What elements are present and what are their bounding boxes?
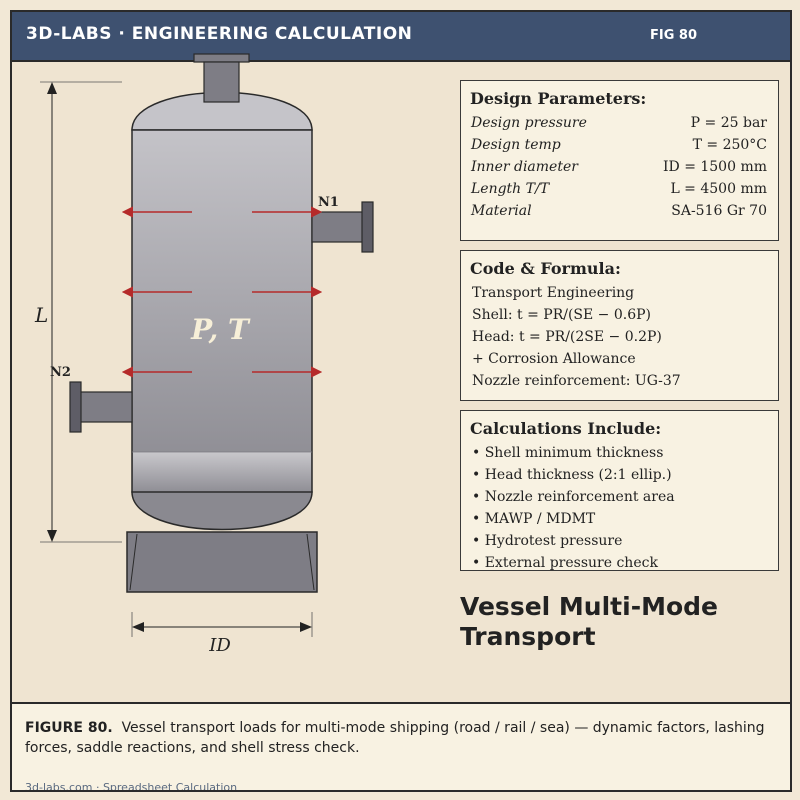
bottom-head (131, 491, 313, 531)
nozzle-n1 (311, 211, 365, 243)
caption-label: FIGURE 80. (25, 720, 113, 736)
figure-caption: FIGURE 80. Vessel transport loads for mu… (12, 702, 790, 792)
diameter-label: ID (208, 635, 231, 656)
param-label: Inner diameter (471, 159, 578, 175)
calculations-panel: Calculations Include: • Shell minimum th… (460, 410, 779, 571)
top-nozzle-flange (193, 53, 250, 63)
nozzle-n2-flange (69, 381, 82, 433)
length-label: L (34, 303, 48, 327)
param-row: Length T/T L = 4500 mm (471, 181, 767, 203)
formula-line: Head: t = PR/(2SE − 0.2P) (472, 329, 662, 345)
panel-title: Calculations Include: (470, 419, 662, 438)
param-row: Design temp T = 250°C (471, 137, 767, 159)
panel-title: Code & Formula: (470, 259, 621, 278)
main-title-line-2: Transport (460, 622, 596, 651)
param-value: T = 250°C (692, 137, 767, 153)
design-parameters-panel: Design Parameters: Design pressure P = 2… (460, 80, 779, 241)
calc-item: • Hydrotest pressure (472, 533, 623, 549)
param-label: Design temp (471, 137, 561, 153)
formula-line: Transport Engineering (472, 285, 635, 301)
calc-item: • External pressure check (472, 555, 658, 571)
calc-item: • Shell minimum thickness (472, 445, 664, 461)
formula-line: Nozzle reinforcement: UG-37 (472, 373, 681, 389)
param-row: Inner diameter ID = 1500 mm (471, 159, 767, 181)
footer-link[interactable]: 3d-labs.com · Spreadsheet Calculation (25, 781, 238, 792)
liquid-band (133, 452, 311, 492)
param-value: P = 25 bar (690, 115, 767, 131)
nozzle-n2 (79, 391, 133, 423)
vessel-shell (131, 129, 313, 493)
main-title: Vessel Multi-Mode Transport (460, 592, 718, 652)
caption-text-block: FIGURE 80. Vessel transport loads for mu… (25, 718, 775, 758)
param-label: Length T/T (471, 181, 550, 197)
brand-title: 3D-LABS · ENGINEERING CALCULATION (26, 24, 413, 44)
param-value: SA-516 Gr 70 (671, 203, 767, 219)
figure-frame: 3D-LABS · ENGINEERING CALCULATION FIG 80 (10, 10, 792, 792)
support-skirt (126, 531, 318, 593)
nozzle-n1-flange (361, 201, 374, 253)
vessel-diagram: P, T N1 N2 L ID (34, 53, 374, 656)
formula-line: + Corrosion Allowance (472, 351, 636, 367)
nozzle-n2-label: N2 (50, 365, 71, 380)
calc-item: • Nozzle reinforcement area (472, 489, 675, 505)
formula-line: Shell: t = PR/(SE − 0.6P) (472, 307, 651, 323)
vessel-label: P, T (190, 313, 251, 346)
param-row: Material SA-516 Gr 70 (471, 203, 767, 225)
param-value: ID = 1500 mm (662, 159, 767, 175)
nozzle-n1-label: N1 (318, 195, 339, 210)
header-bar: 3D-LABS · ENGINEERING CALCULATION FIG 80 (12, 12, 790, 62)
param-row: Design pressure P = 25 bar (471, 115, 767, 137)
panel-title: Design Parameters: (470, 89, 647, 108)
param-label: Material (471, 203, 532, 219)
pressure-arrows (121, 206, 323, 378)
param-label: Design pressure (471, 115, 587, 131)
main-title-line-1: Vessel Multi-Mode (460, 592, 718, 621)
param-value: L = 4500 mm (670, 181, 767, 197)
top-nozzle (203, 61, 240, 103)
code-formula-panel: Code & Formula: Transport Engineering Sh… (460, 250, 779, 401)
figure-tag: FIG 80 (650, 28, 698, 43)
caption-text: Vessel transport loads for multi-mode sh… (25, 720, 765, 756)
calc-item: • MAWP / MDMT (472, 511, 596, 527)
calc-item: • Head thickness (2:1 ellip.) (472, 467, 672, 483)
